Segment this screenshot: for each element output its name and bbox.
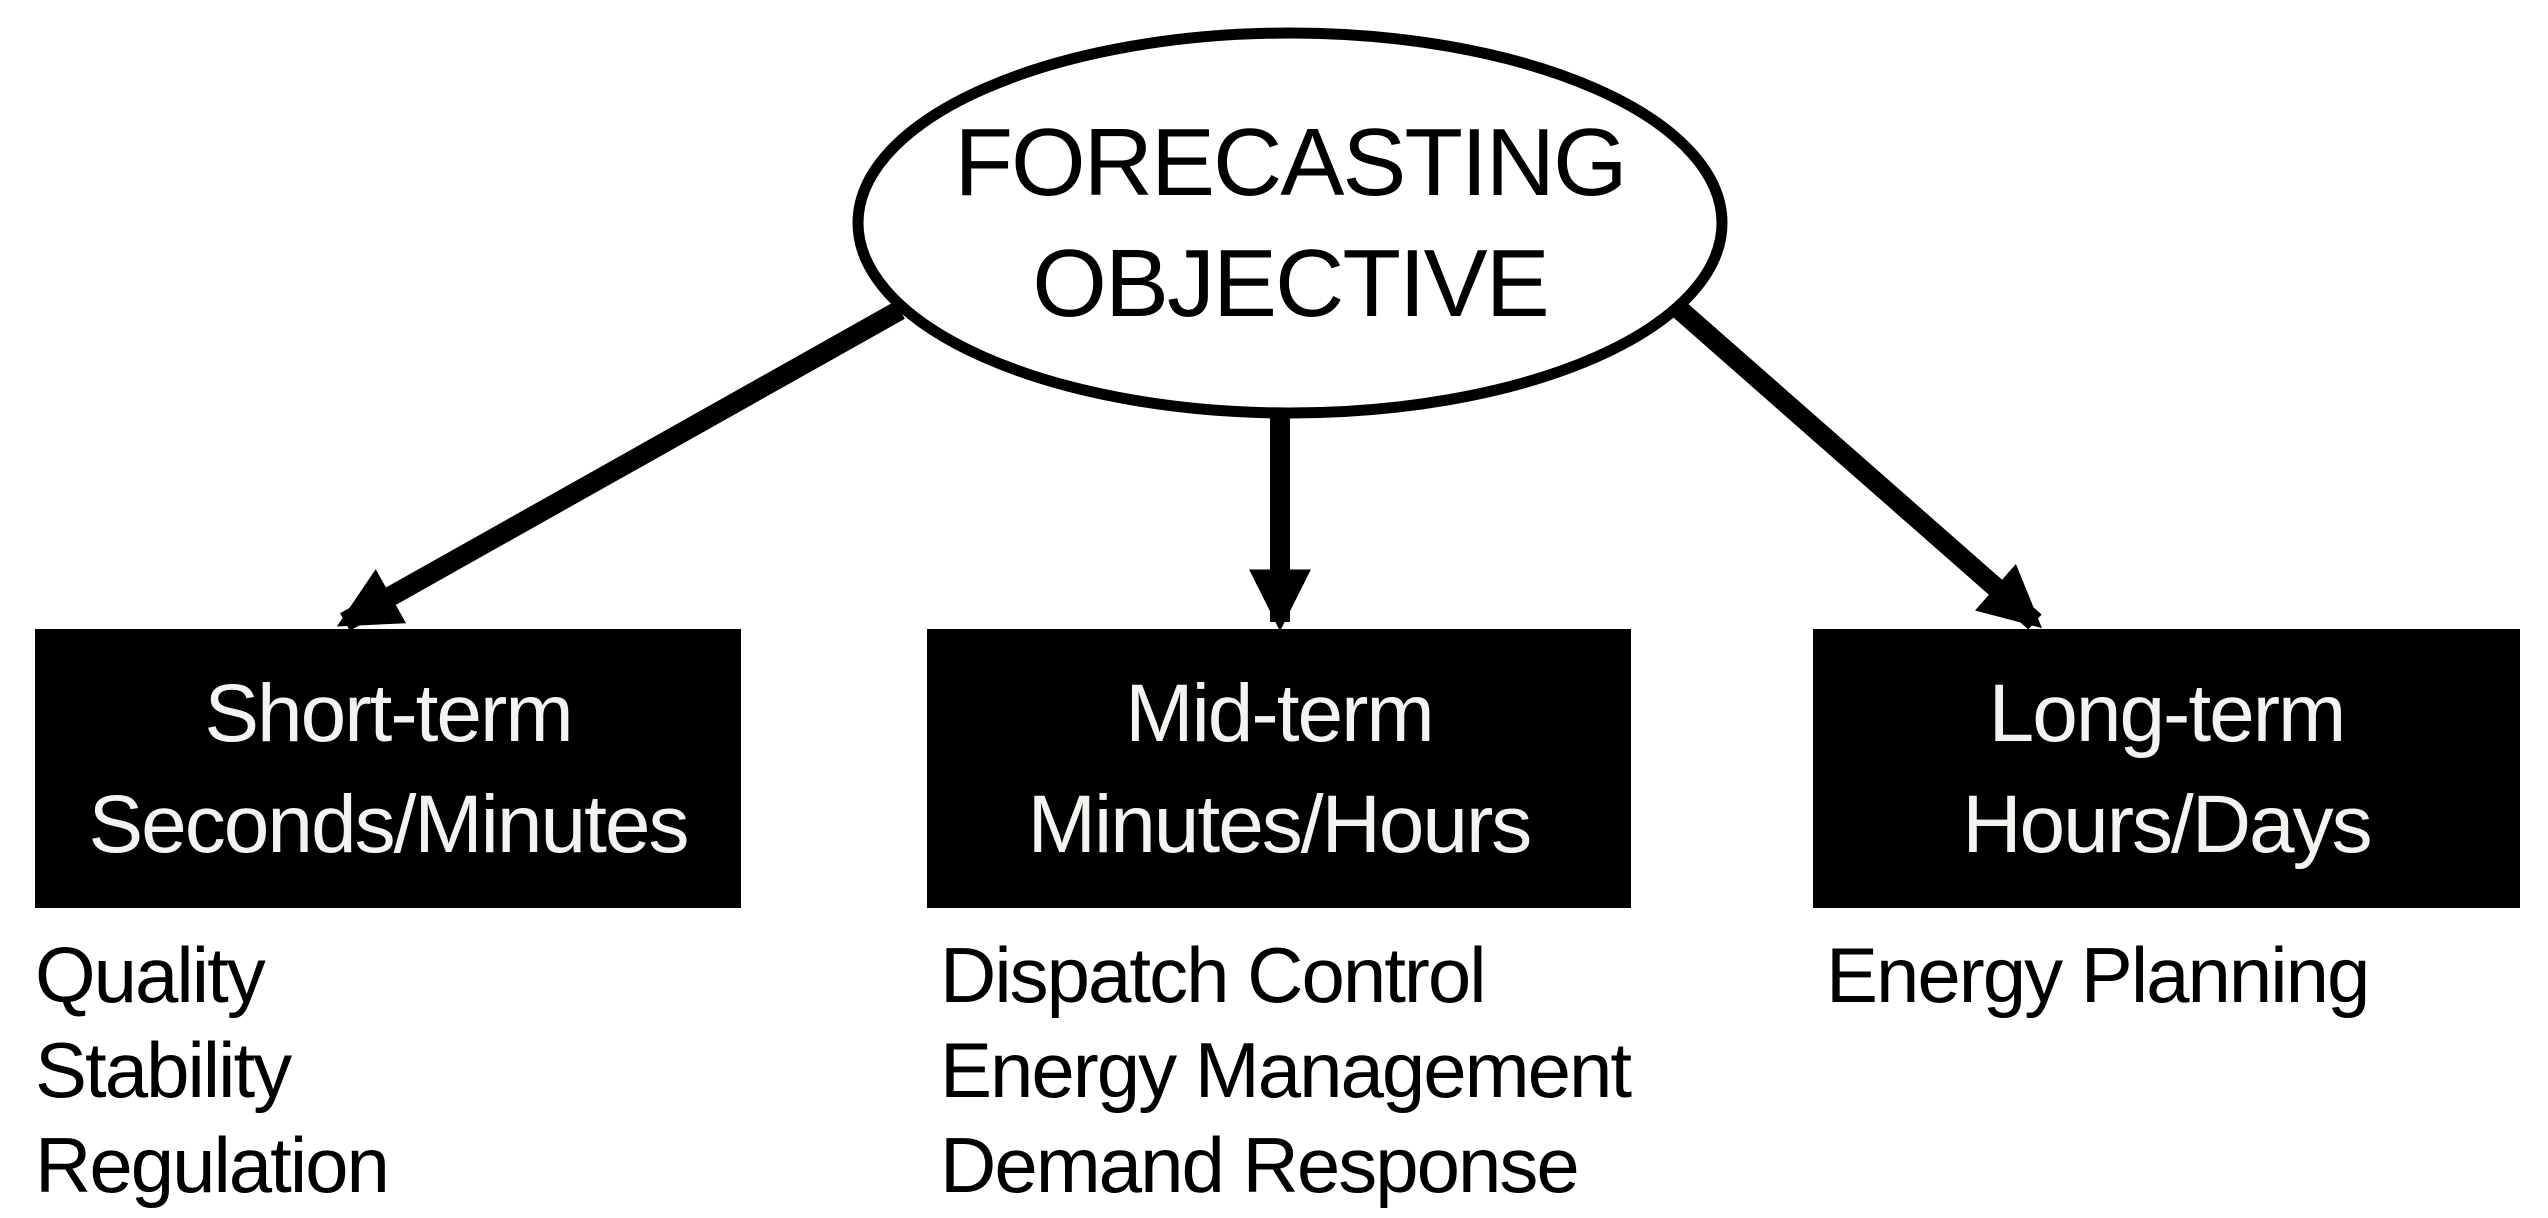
forecasting-objective-ellipse — [852, 27, 1728, 419]
mid-term-horizon: Minutes/Hours — [1027, 778, 1533, 870]
list-item: Stability — [35, 1026, 292, 1114]
list-item: Energy Planning — [1826, 931, 2370, 1019]
list-item: Demand Response — [940, 1121, 1580, 1209]
mid-term-box: Mid-term Minutes/Hours — [927, 629, 1631, 908]
list-item: Quality — [35, 931, 266, 1019]
list-item: Dispatch Control — [940, 931, 1487, 1019]
long-term-label: Long-term — [1988, 667, 2347, 759]
arrow-to-short-term-icon — [336, 301, 905, 631]
forecasting-objective-label: FORECASTING OBJECTIVE — [853, 28, 1727, 418]
short-term-label: Short-term — [204, 667, 573, 759]
list-item: Regulation — [35, 1121, 390, 1209]
forecasting-objective-line1: FORECASTING — [954, 109, 1627, 216]
mid-term-applications: Dispatch Control Energy Management Deman… — [940, 928, 1632, 1213]
short-term-box: Short-term Seconds/Minutes — [35, 629, 741, 908]
mid-term-label: Mid-term — [1125, 667, 1434, 759]
long-term-horizon: Hours/Days — [1962, 778, 2372, 870]
forecasting-objective-line2: OBJECTIVE — [1032, 230, 1549, 337]
short-term-horizon: Seconds/Minutes — [88, 778, 689, 870]
short-term-applications: Quality Stability Regulation — [35, 928, 390, 1213]
list-item: Energy Management — [940, 1026, 1632, 1114]
long-term-box: Long-term Hours/Days — [1813, 629, 2520, 908]
arrow-to-long-term-icon — [1673, 302, 2042, 630]
long-term-applications: Energy Planning — [1826, 928, 2370, 1023]
